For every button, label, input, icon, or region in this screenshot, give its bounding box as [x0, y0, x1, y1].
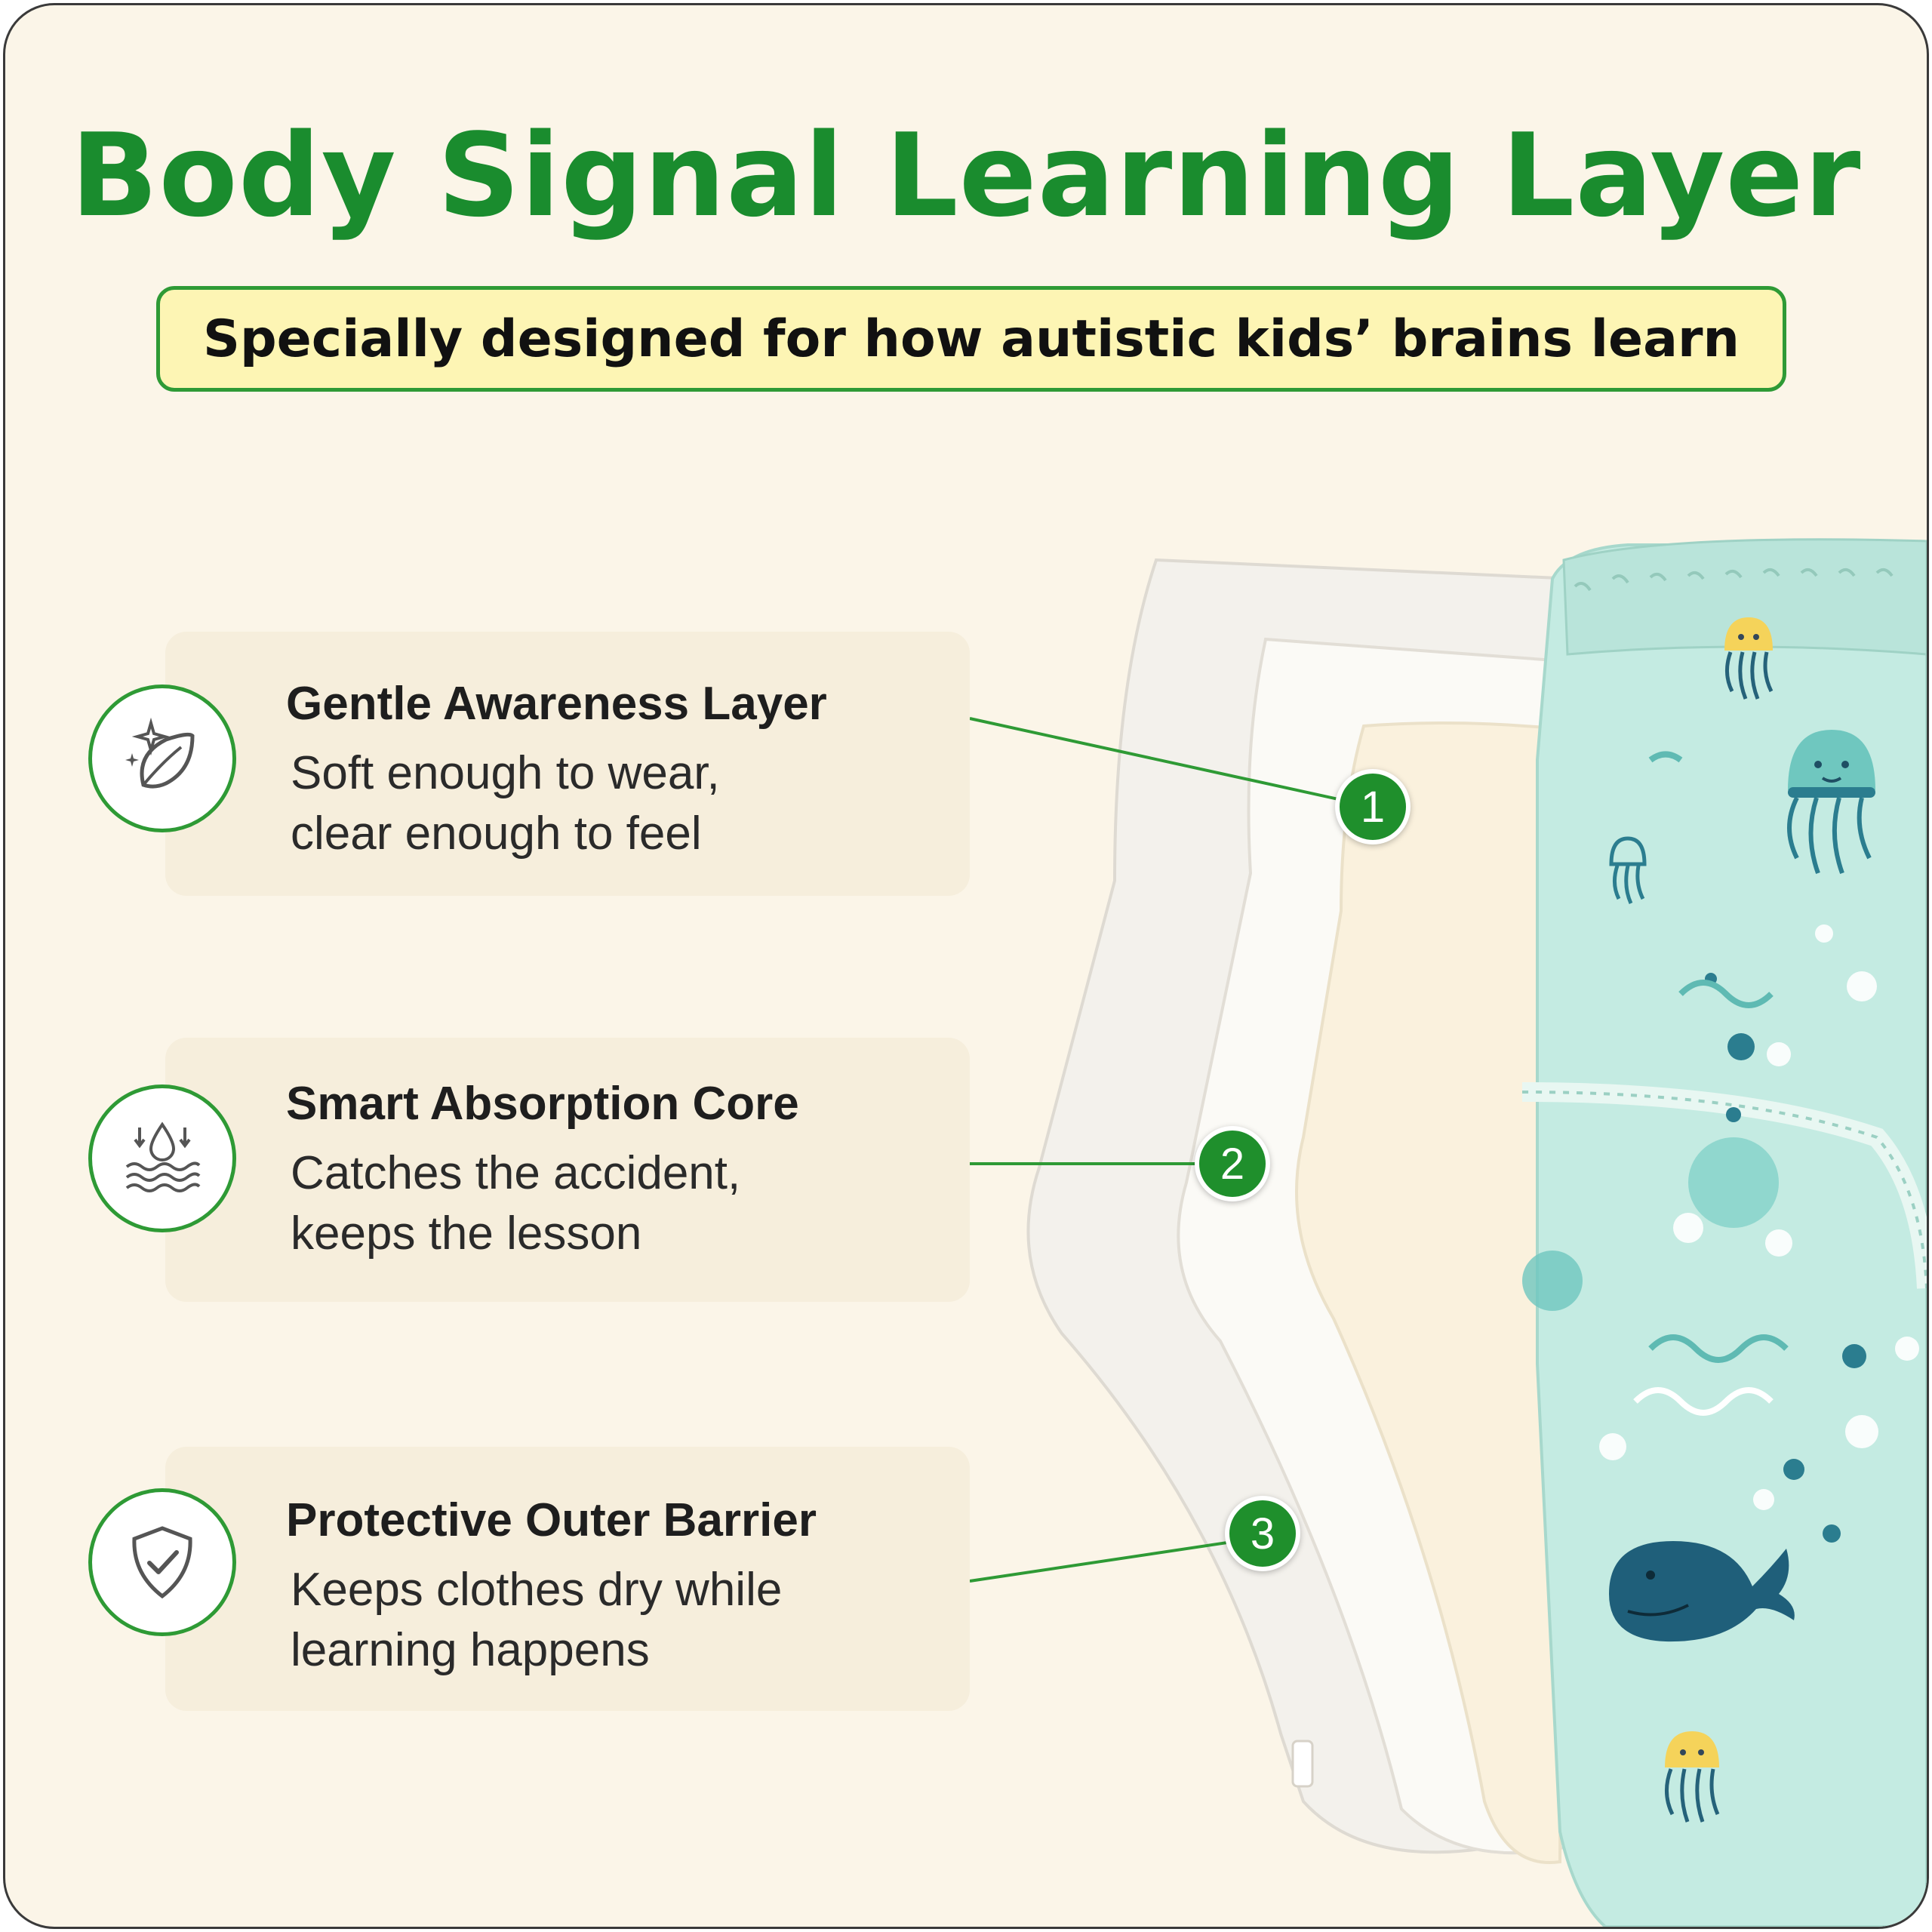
sparkle-leaf-icon: [88, 685, 236, 832]
subtitle-banner: Specially designed for how autistic kids…: [156, 286, 1786, 392]
feature-description-line2: learning happens: [291, 1624, 650, 1676]
feature-description-line1: Catches the accident,: [291, 1147, 741, 1199]
infographic-frame: Body Signal Learning Layer Specially des…: [3, 3, 1929, 1929]
bubbles: [1599, 924, 1919, 1510]
jellyfish-top: [1724, 617, 1774, 700]
jellyfish-large: [1787, 730, 1875, 875]
waves: [1633, 751, 1789, 1416]
jellyfish-small: [1609, 836, 1647, 905]
layer-number-badge-3: 3: [1225, 1496, 1300, 1571]
jellyfish-bottom: [1665, 1731, 1720, 1823]
feature-card-awareness: Gentle Awareness Layer Soft enough to we…: [165, 632, 970, 896]
connector-lines: [969, 717, 1374, 1583]
page-title: Body Signal Learning Layer: [70, 109, 1862, 242]
subtitle-text: Specially designed for how autistic kids…: [203, 309, 1740, 369]
shield-check-icon: [88, 1488, 236, 1636]
large-bubble: [1688, 1137, 1779, 1228]
feature-card-barrier: Protective Outer Barrier Keeps clothes d…: [165, 1447, 970, 1711]
layer-number-badge-2: 2: [1195, 1126, 1270, 1201]
training-pants-layers-illustration: [969, 538, 1927, 1927]
feature-card-absorption: Smart Absorption Core Catches the accide…: [165, 1038, 970, 1302]
layer-number-badge-1: 1: [1335, 769, 1411, 844]
whale: [1609, 1541, 1795, 1642]
feature-description-line2: keeps the lesson: [291, 1208, 642, 1260]
feature-description-line1: Soft enough to wear,: [291, 747, 720, 799]
feature-title: Gentle Awareness Layer: [286, 678, 827, 730]
white-layer-tab: [1291, 1740, 1314, 1788]
water-drop-waves-icon: [88, 1084, 236, 1232]
dark-bubbles: [1705, 973, 1866, 1543]
feature-title: Protective Outer Barrier: [286, 1494, 817, 1546]
feature-title: Smart Absorption Core: [286, 1078, 799, 1130]
elastic-waistband: [1562, 538, 1927, 656]
feature-description-line1: Keeps clothes dry while: [291, 1564, 783, 1616]
feature-description-line2: clear enough to feel: [291, 808, 702, 860]
